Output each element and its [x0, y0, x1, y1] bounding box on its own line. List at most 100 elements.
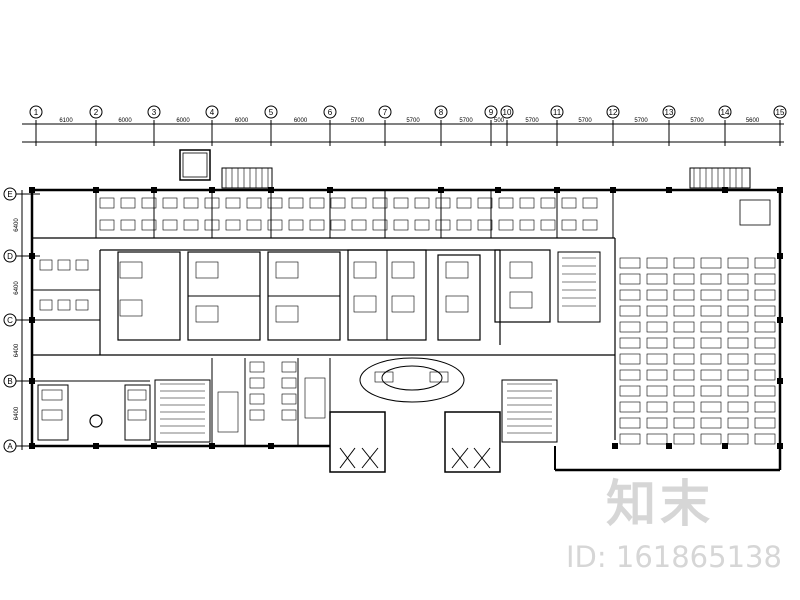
row-spacing-label: 6400: [14, 406, 20, 420]
fixture: [57, 259, 71, 271]
column-axis-bubble: [718, 105, 732, 119]
seat-desk: [727, 321, 749, 333]
row-axis-bubble: [3, 439, 17, 453]
room-outline: [117, 251, 181, 341]
structural-column: [666, 187, 672, 193]
column-spacing-label: 6100: [59, 118, 73, 124]
chair: [249, 393, 265, 405]
seat-desk: [646, 353, 668, 365]
workstation: [456, 219, 472, 231]
column-axis-label: 2: [94, 108, 99, 117]
column-axis-bubble: [773, 105, 787, 119]
workstation: [99, 219, 115, 231]
structural-column: [93, 443, 99, 449]
workstation: [393, 219, 409, 231]
workstation: [477, 219, 493, 231]
seat-desk: [619, 401, 641, 413]
structural-column: [722, 443, 728, 449]
column-spacing-label: 5600: [746, 118, 760, 124]
lift-cross: [451, 447, 469, 469]
workstation: [267, 219, 283, 231]
seat-desk: [754, 273, 776, 285]
room-outline: [437, 254, 481, 341]
workstation: [225, 219, 241, 231]
chair: [249, 361, 265, 373]
stair-well: [154, 379, 211, 443]
seat-desk: [673, 289, 695, 301]
seat-desk: [646, 417, 668, 429]
seat-desk: [754, 433, 776, 445]
column-axis-bubble: [264, 105, 278, 119]
workstation: [183, 219, 199, 231]
seat-desk: [619, 369, 641, 381]
lift-cross: [473, 447, 491, 469]
seat-desk: [646, 385, 668, 397]
workstation: [561, 219, 577, 231]
chair: [249, 409, 265, 421]
desk: [119, 299, 143, 317]
column-axis-bubble: [550, 105, 564, 119]
column-axis-bubble: [484, 105, 498, 119]
row-spacing-label: 6400: [14, 281, 20, 295]
seat-desk: [700, 433, 722, 445]
seat-desk: [727, 289, 749, 301]
seat-desk: [727, 257, 749, 269]
structural-column: [29, 317, 35, 323]
row-axis-bubble: [3, 187, 17, 201]
desk: [445, 295, 469, 313]
seat-desk: [673, 257, 695, 269]
desk: [353, 261, 377, 279]
seat-desk: [700, 353, 722, 365]
structural-column: [777, 378, 783, 384]
fixture: [75, 299, 89, 311]
workstation: [393, 197, 409, 209]
desk: [195, 261, 219, 279]
seat-desk: [700, 369, 722, 381]
seat-desk: [673, 417, 695, 429]
building-walls: [29, 149, 783, 473]
column-axis-label: 5: [269, 108, 274, 117]
seat-desk: [673, 337, 695, 349]
workstation: [204, 197, 220, 209]
workstation: [561, 197, 577, 209]
seat-desk: [727, 401, 749, 413]
seat-desk: [673, 369, 695, 381]
fixture: [75, 259, 89, 271]
sofa: [374, 371, 394, 383]
row-axis-label: D: [7, 252, 13, 261]
column-axis-label: 7: [383, 108, 388, 117]
stair-well: [557, 251, 601, 323]
row-axis-bubble: [3, 313, 17, 327]
seat-desk: [646, 305, 668, 317]
workstation: [141, 219, 157, 231]
chair: [281, 409, 297, 421]
column-axis-label: 6: [328, 108, 333, 117]
column-axis-label: 8: [439, 108, 444, 117]
seat-desk: [727, 337, 749, 349]
lift-core: [444, 411, 501, 473]
seat-desk: [727, 353, 749, 365]
column-spacing-label: 6000: [235, 118, 249, 124]
structural-column: [268, 187, 274, 193]
seat-desk: [619, 417, 641, 429]
workstation: [120, 219, 136, 231]
workstation: [288, 219, 304, 231]
bed: [127, 409, 147, 421]
roof-stair-box: [182, 152, 208, 178]
workstation: [225, 197, 241, 209]
column-axis-bubble: [662, 105, 676, 119]
workstation: [519, 219, 535, 231]
workstation: [498, 219, 514, 231]
watermark-logo: 知末: [606, 475, 714, 533]
seat-desk: [673, 401, 695, 413]
column-spacing-label: 5700: [351, 118, 365, 124]
structural-column: [268, 443, 274, 449]
structural-column: [612, 443, 618, 449]
workstation: [456, 197, 472, 209]
workstation: [246, 197, 262, 209]
desk: [275, 261, 299, 279]
column-axis-bubble: [147, 105, 161, 119]
column-spacing-label: 5700: [525, 118, 539, 124]
row-spacing-label: 6400: [14, 343, 20, 357]
